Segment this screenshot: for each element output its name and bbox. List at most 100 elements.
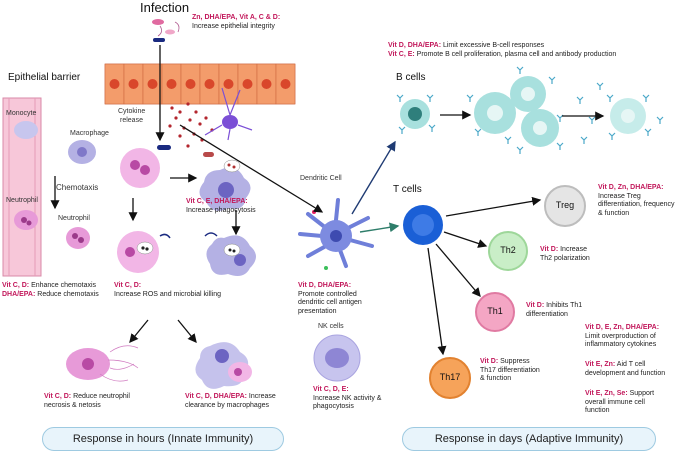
ann-th1: Vit D: Inhibits Th1 differentiation (526, 302, 583, 318)
antibody-icon (556, 142, 564, 150)
epithelial-nucleus (185, 79, 196, 89)
macrophage-small (68, 140, 96, 164)
ann-ros: Vit C, D: Increase ROS and microbial kil… (114, 282, 221, 298)
epithelial-label: Epithelial barrier (8, 72, 81, 83)
epithelial-nucleus (223, 79, 234, 89)
macrophage-clearance (195, 342, 252, 389)
antibody-icon (516, 66, 524, 74)
ann-treg: Vit D, Zn, DHA/EPA: Increase Treg differ… (598, 184, 675, 217)
epithelial-dendritic-cell (204, 87, 253, 141)
arrows (50, 45, 605, 356)
cytokine-dots (168, 102, 214, 148)
ann-th17: Vit D: Suppress Th17 differentiation & f… (480, 358, 540, 382)
antibody-icon (474, 128, 482, 136)
antibody-icon (504, 136, 512, 144)
ann-bcell: Vit D, DHA/EPA: Limit excessive B-cell r… (388, 42, 617, 58)
label-monocyte: Monocyte (6, 110, 37, 117)
antibody-icon (576, 96, 584, 104)
th17-cell (429, 357, 471, 399)
label-dendritic: Dendritic Cell (300, 175, 342, 182)
cytokine-dot (186, 102, 190, 106)
antibody-icon (398, 126, 406, 134)
banner-innate: Response in hours (Innate Immunity) (42, 427, 284, 451)
epithelial-nucleus (128, 79, 139, 89)
cytokine-dot (188, 118, 192, 122)
label-th1: Th1 (487, 306, 503, 316)
epithelial-nucleus (166, 79, 177, 89)
cytokine-dot (186, 144, 190, 148)
epithelial-nucleus (147, 79, 158, 89)
antibody-icon (426, 94, 434, 102)
antibody-icon (642, 94, 650, 102)
neutrophil-small (66, 227, 90, 249)
ann-epithelial: Zn, DHA/EPA, Vit A, C & D: Increase epit… (192, 14, 281, 30)
antibody-icon (396, 94, 404, 102)
label-cytokine-2: release (120, 117, 143, 124)
ann-necrosis: Vit C, D: Reduce neutrophil necrosis & n… (44, 393, 130, 409)
cytokine-dot (168, 124, 172, 128)
ann-cytokines: Vit D, E, Zn, DHA/EPA: Limit overproduct… (585, 324, 660, 348)
epithelial-barrier (104, 63, 296, 105)
antibody-icon (656, 116, 664, 124)
t-cell (403, 205, 443, 245)
blood-vessel (2, 97, 42, 277)
ann-tcell-dev: Vit E, Zn: Aid T cell development and fu… (585, 361, 666, 377)
cytokine-dot (178, 134, 182, 138)
antibody-icon (428, 124, 436, 132)
pathogen-icons (152, 19, 180, 42)
antibody-icon (548, 76, 556, 84)
cytokine-dot (174, 116, 178, 120)
label-neutrophil-small: Neutrophil (58, 215, 90, 222)
label-macrophage: Macrophage (70, 130, 109, 137)
label-cytokine-1: Cytokine (118, 108, 146, 115)
label-th17: Th17 (439, 372, 461, 382)
label-b-cells: B cells (396, 72, 426, 83)
nk-cell (313, 334, 361, 382)
ann-phagocytosis: Vit C, E, DHA/EPA: Increase phagocytosis (186, 198, 256, 214)
ann-immune: Vit E, Zn, Se: Support overall immune ce… (585, 390, 655, 414)
label-treg: Treg (555, 200, 575, 210)
ann-dendritic: Vit D, DHA/EPA: Promote controlled dendr… (298, 282, 362, 315)
antibody-icon (588, 116, 596, 124)
label-chemotaxis: Chemotaxis (56, 183, 99, 192)
macrophage-2 (204, 232, 256, 276)
antibody-icon (606, 94, 614, 102)
ann-th2: Vit D: Increase Th2 polarization (540, 246, 590, 262)
epithelial-nucleus (242, 79, 253, 89)
epithelial-nucleus (109, 79, 120, 89)
antibody-icon (644, 128, 652, 136)
epithelial-nucleus (280, 79, 291, 89)
b-cells (396, 66, 664, 154)
antibody-icon (580, 136, 588, 144)
label-t-cells: T cells (393, 184, 422, 195)
title-infection: Infection (140, 0, 190, 15)
antibody-icon (516, 146, 524, 154)
antibody-icon (608, 132, 616, 140)
th2-cell (488, 231, 528, 271)
cytokine-dot (194, 110, 198, 114)
cytokine-dot (198, 122, 202, 126)
cytokine-dot (204, 116, 208, 120)
neutrophil-1 (120, 145, 171, 188)
th1-cell (475, 292, 515, 332)
netosis-neutrophil (66, 345, 139, 382)
neutrophil-2 (117, 231, 171, 273)
dendritic-cell (298, 198, 374, 270)
macrophage-1 (199, 152, 251, 211)
label-nk-cells: NK cells (318, 323, 344, 330)
epithelial-nucleus (261, 79, 272, 89)
cytokine-dot (178, 110, 182, 114)
label-neutrophil-vessel: Neutrophil (6, 197, 38, 204)
antibody-icon (596, 82, 604, 90)
ann-nk: Vit C, D, E: Increase NK activity & phag… (313, 386, 382, 410)
treg-cell (544, 185, 586, 227)
label-th2: Th2 (500, 245, 516, 255)
ann-clearance: Vit C, D, DHA/EPA: Increase clearance by… (185, 393, 276, 409)
ann-chemotaxis: Vit C, D: Enhance chemotaxis DHA/EPA: Re… (2, 282, 99, 298)
epithelial-nucleus (204, 79, 215, 89)
banner-adaptive: Response in days (Adaptive Immunity) (402, 427, 656, 451)
cytokine-dot (170, 106, 174, 110)
antibody-icon (466, 94, 474, 102)
